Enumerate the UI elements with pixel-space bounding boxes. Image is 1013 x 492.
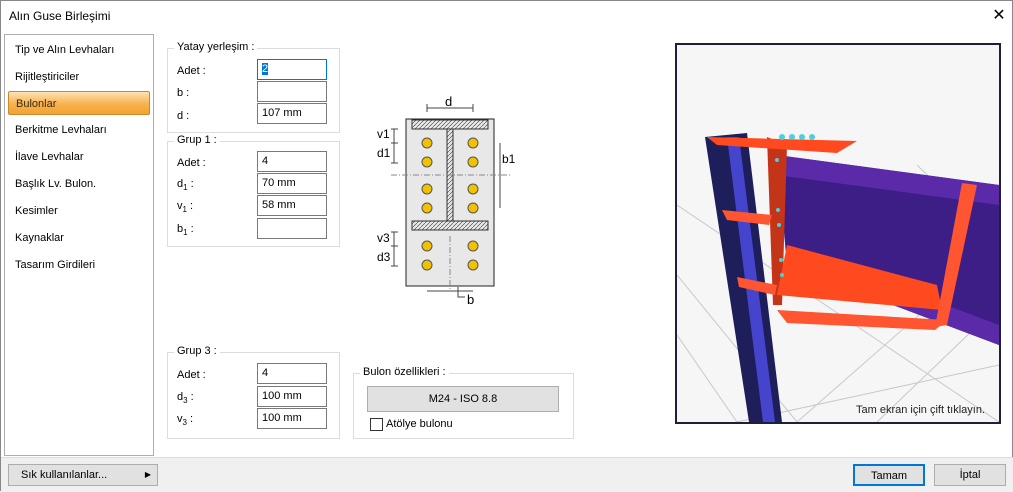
sidebar-item-ilave[interactable]: İlave Levhalar [15, 151, 84, 163]
d1-label: d1 : [177, 178, 194, 193]
sidebar-item-tasarim[interactable]: Tasarım Girdileri [15, 259, 96, 271]
adet-label: Adet : [177, 369, 206, 381]
sidebar-item-kaynaklar[interactable]: Kaynaklar [15, 232, 64, 244]
cancel-button[interactable]: İptal [934, 464, 1006, 486]
sidebar-item-tip[interactable]: Tip ve Alın Levhaları [15, 44, 115, 56]
sidebar-item-berkitme[interactable]: Berkitme Levhaları [15, 124, 107, 136]
sidebar-item-bulonlar[interactable]: Bulonlar [8, 91, 150, 115]
b1-input[interactable] [257, 218, 327, 239]
d-input[interactable]: 107 mm [257, 103, 327, 124]
v1-label: v1 : [177, 200, 194, 215]
favorites-button[interactable]: Sık kullanılanlar...▶ [8, 464, 158, 486]
horizontal-layout-group: Yatay yerleşim : Adet : 2 b : d : 107 mm [167, 41, 340, 133]
g3-adet-input[interactable]: 4 [257, 363, 327, 384]
chevron-right-icon: ▶ [144, 470, 151, 479]
v1-input[interactable]: 58 mm [257, 195, 327, 216]
shop-bolt-label[interactable]: Atölye bulonu [386, 418, 453, 430]
bolt-layout-diagram: d v1 d1 b1 v3 d3 b [377, 94, 516, 307]
adet-label: Adet : [177, 157, 206, 169]
viewer-hint: Tam ekran için çift tıklayın. [856, 404, 985, 416]
dim-d3: d3 [377, 250, 391, 264]
dim-b: b [467, 292, 474, 307]
d1-input[interactable]: 70 mm [257, 173, 327, 194]
sidebar: Tip ve Alın Levhaları Rijitleştiriciler … [4, 34, 154, 456]
adet-label: Adet : [177, 65, 206, 77]
ok-button[interactable]: Tamam [853, 464, 925, 486]
sidebar-item-baslik[interactable]: Başlık Lv. Bulon. [15, 178, 97, 190]
dim-v3: v3 [377, 231, 390, 245]
b-label: b : [177, 87, 190, 99]
bolt-properties-group: Bulon özellikleri : M24 - ISO 8.8 Atölye… [353, 366, 574, 439]
d3-input[interactable]: 100 mm [257, 386, 327, 407]
dim-d: d [445, 94, 452, 109]
shop-bolt-checkbox[interactable] [370, 418, 383, 431]
group-title: Grup 3 : [174, 345, 220, 357]
3d-model-render [677, 133, 999, 422]
d-label: d : [177, 110, 190, 122]
d3-label: d3 : [177, 391, 194, 406]
g1-adet-input[interactable]: 4 [257, 151, 327, 172]
3d-viewer[interactable]: Tam ekran için çift tıklayın. [675, 43, 1001, 424]
sidebar-item-kesimler[interactable]: Kesimler [15, 205, 58, 217]
adet-input[interactable]: 2 [257, 59, 327, 80]
b1-label: b1 : [177, 223, 194, 238]
sidebar-item-rijit[interactable]: Rijitleştiriciler [15, 71, 80, 83]
dim-d1: d1 [377, 146, 391, 160]
group-title: Bulon özellikleri : [360, 366, 449, 378]
group-1: Grup 1 : Adet : 4 d1 : 70 mm v1 : 58 mm … [167, 134, 340, 247]
close-icon[interactable]: ✕ [992, 7, 1006, 24]
b-input[interactable] [257, 81, 327, 102]
group-3: Grup 3 : Adet : 4 d3 : 100 mm v3 : 100 m… [167, 345, 340, 439]
group-title: Grup 1 : [174, 134, 220, 146]
bolt-type-button[interactable]: M24 - ISO 8.8 [367, 386, 559, 412]
dim-b1: b1 [502, 152, 516, 166]
v3-label: v3 : [177, 413, 194, 428]
group-title: Yatay yerleşim : [174, 41, 258, 53]
dim-v1: v1 [377, 127, 390, 141]
footer-bar: Sık kullanılanlar...▶ Tamam İptal [1, 457, 1013, 492]
window-title: Alın Guse Birleşimi [9, 9, 111, 23]
v3-input[interactable]: 100 mm [257, 408, 327, 429]
